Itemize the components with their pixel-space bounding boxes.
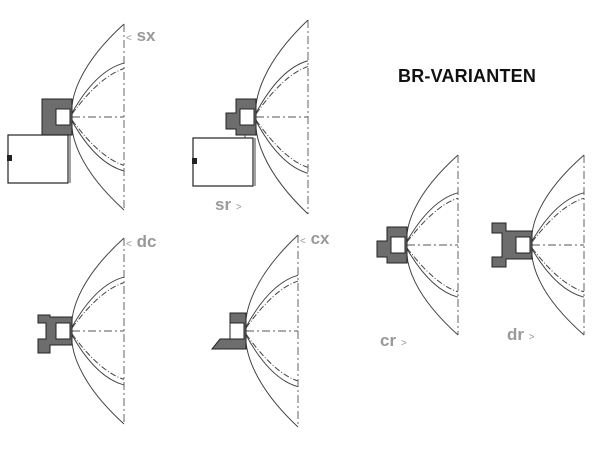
beam-lower-dashed-sx <box>71 119 125 166</box>
beam-upper-dashed-dc <box>71 282 125 329</box>
diagram-title: BR-VARIANTEN <box>398 66 537 86</box>
lamp-cr <box>376 154 459 336</box>
beam-lower-dashed-cr <box>406 247 459 293</box>
label-dc: < dc <box>126 233 156 250</box>
bulb-socket-cx <box>229 322 245 340</box>
label-cr: cr > <box>380 332 407 349</box>
beam-upper-sx <box>71 62 125 114</box>
driver-plug-sr <box>192 158 197 164</box>
lamp-dr <box>491 154 585 336</box>
beam-upper-dr <box>531 192 585 242</box>
beam-upper-cr <box>406 192 459 242</box>
beam-upper-dashed-sx <box>71 68 125 115</box>
lamp-sr <box>192 19 309 215</box>
label-sx-text: sx <box>136 26 156 45</box>
label-dc-text: dc <box>136 232 157 251</box>
label-sx-caret: < <box>126 33 132 44</box>
driver-box-sx <box>7 134 69 184</box>
beam-upper-dashed-cx <box>245 280 299 329</box>
driver-plug-sx <box>7 155 12 161</box>
label-dr: dr > <box>507 326 535 343</box>
beam-lower-dr <box>531 248 585 298</box>
beam-lower-dashed-sr <box>255 119 309 168</box>
label-cx-text: cx <box>310 229 330 248</box>
beam-upper-dashed-sr <box>255 66 309 115</box>
beam-lower-dashed-cx <box>245 333 299 382</box>
label-dr-text: dr <box>507 325 524 344</box>
label-cx-caret: < <box>300 236 306 247</box>
beam-lower-sr <box>255 120 309 174</box>
bulb-socket-dc <box>55 322 71 340</box>
beam-lower-dc <box>71 334 125 386</box>
label-sr-text: sr <box>215 195 232 214</box>
label-cx: < cx <box>300 230 330 247</box>
label-sx: < sx <box>126 27 156 44</box>
beam-upper-sr <box>255 60 309 114</box>
beam-lower-dashed-dr <box>531 247 585 293</box>
bulb-socket-dr <box>515 236 531 254</box>
label-cr-caret: > <box>400 338 407 349</box>
beam-upper-dashed-dr <box>531 197 585 243</box>
label-dc-caret: < <box>126 239 132 250</box>
lamp-housing-dr <box>491 222 533 268</box>
beam-lower-cx <box>245 334 299 388</box>
beam-lower-dashed-dc <box>71 333 125 380</box>
label-cr-text: cr <box>380 331 397 350</box>
lamp-cx <box>210 234 299 428</box>
beam-upper-cx <box>245 274 299 328</box>
beam-upper-dc <box>71 276 125 328</box>
label-sr-caret: > <box>235 202 242 213</box>
bulb-socket-sr <box>239 108 255 126</box>
label-dr-caret: > <box>528 332 535 343</box>
label-sr: sr > <box>215 196 242 213</box>
driver-box-sr <box>192 137 254 187</box>
lamp-dc <box>37 237 125 425</box>
bulb-socket-cr <box>390 236 406 254</box>
bulb-socket-sx <box>55 108 71 126</box>
lamp-sx <box>7 23 125 211</box>
beam-lower-cr <box>406 248 459 298</box>
beam-upper-dashed-cr <box>406 197 459 243</box>
beam-lower-sx <box>71 120 125 172</box>
